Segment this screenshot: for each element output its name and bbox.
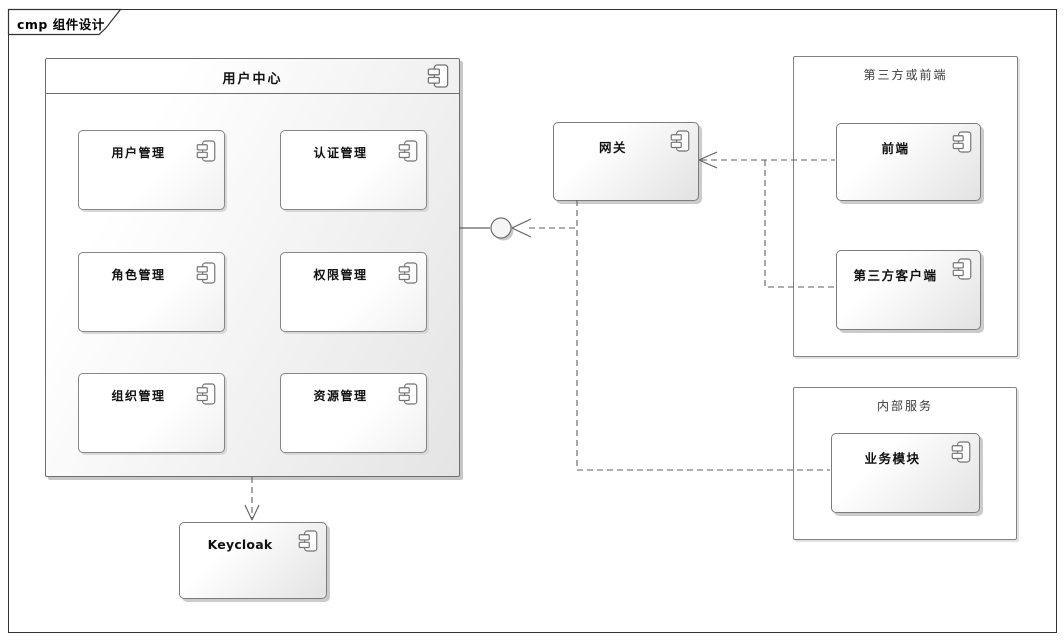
user-center-title: 用户中心 — [222, 72, 283, 87]
frame-tab-label: cmp 组件设计 — [17, 17, 105, 32]
component-label: 组织管理 — [111, 389, 166, 403]
component-icon — [398, 140, 418, 162]
component-user-management[interactable]: 用户管理 — [78, 130, 225, 210]
component-role-management[interactable]: 角色管理 — [78, 252, 225, 332]
component-label: 业务模块 — [864, 451, 921, 466]
component-permission-management[interactable]: 权限管理 — [280, 252, 427, 332]
component-label: 第三方客户端 — [853, 268, 938, 283]
component-icon — [398, 262, 418, 284]
component-label: 网关 — [598, 140, 627, 155]
package-title: 内部服务 — [876, 399, 933, 413]
component-icon — [427, 64, 449, 88]
component-icon — [952, 131, 972, 153]
component-auth-management[interactable]: 认证管理 — [280, 130, 427, 210]
component-icon — [196, 383, 216, 405]
component-icon — [298, 530, 318, 552]
package-third-party-or-frontend[interactable]: 第三方或前端 前端 第三方客户端 — [793, 56, 1018, 357]
component-icon — [952, 258, 972, 280]
diagram-frame — [8, 9, 1057, 633]
package-title: 第三方或前端 — [863, 68, 948, 82]
user-center-header: 用户中心 — [46, 59, 459, 94]
component-organization-management[interactable]: 组织管理 — [78, 373, 225, 453]
component-frontend[interactable]: 前端 — [836, 123, 981, 201]
component-icon — [951, 441, 971, 463]
component-label: 前端 — [881, 141, 910, 156]
component-label: 资源管理 — [313, 389, 368, 403]
component-icon — [398, 383, 418, 405]
component-resource-management[interactable]: 资源管理 — [280, 373, 427, 453]
component-business-module[interactable]: 业务模块 — [831, 433, 980, 513]
component-user-center[interactable]: 用户中心 用户管理 认证管理 角色管理 权限管理 组织管理 资源管理 — [45, 58, 460, 477]
component-icon — [196, 262, 216, 284]
component-label: 角色管理 — [111, 268, 166, 282]
component-label: Keycloak — [207, 537, 273, 552]
component-label: 认证管理 — [313, 146, 368, 160]
component-icon — [196, 140, 216, 162]
package-internal-services[interactable]: 内部服务 业务模块 — [793, 387, 1017, 540]
component-gateway[interactable]: 网关 — [553, 122, 699, 201]
component-icon — [670, 130, 690, 152]
component-keycloak[interactable]: Keycloak — [179, 522, 327, 599]
component-third-party-client[interactable]: 第三方客户端 — [836, 250, 981, 330]
component-label: 用户管理 — [111, 146, 166, 160]
component-label: 权限管理 — [313, 268, 368, 282]
